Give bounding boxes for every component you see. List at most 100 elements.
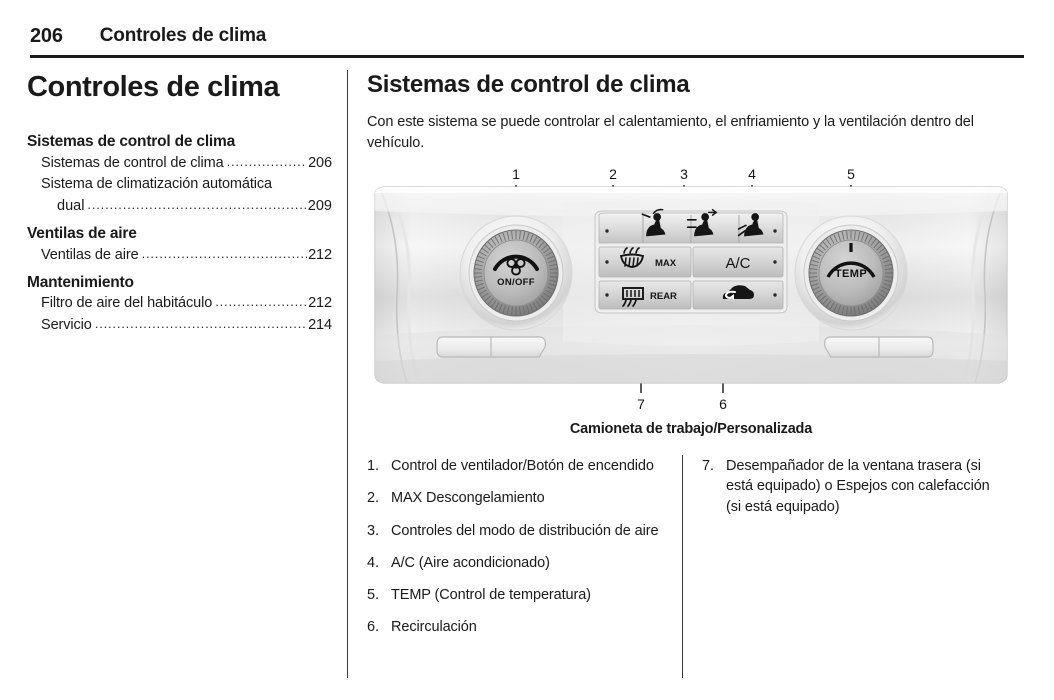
toc-entry-label: Filtro de aire del habitáculo bbox=[41, 295, 213, 312]
legend-item-text: Control de ventilador/Botón de encendido bbox=[391, 458, 654, 474]
toc-entry-page: 206 bbox=[308, 154, 332, 171]
toc-entry[interactable]: Filtro de aire del habitáculo...........… bbox=[27, 293, 332, 314]
legend-item: 4. A/C (Aire acondicionado) bbox=[367, 553, 667, 573]
legend-item-text: MAX Descongelamiento bbox=[391, 490, 545, 507]
page-number: 206 bbox=[30, 25, 63, 47]
chapter-title: Controles de clima bbox=[27, 71, 280, 103]
header-rule bbox=[30, 55, 1024, 58]
legend-list-divider bbox=[682, 455, 683, 678]
windshield-defrost-icon bbox=[619, 247, 645, 268]
figure-callout-number: 3 bbox=[680, 166, 688, 182]
legend-item-number: 3. bbox=[367, 522, 379, 539]
toc-entry-label: Ventilas de aire bbox=[41, 246, 139, 263]
legend-item: 3. Controles del modo de distribución de … bbox=[367, 521, 667, 541]
table-of-contents: Controles de clima Sistemas de control d… bbox=[27, 72, 332, 338]
mode-button-floor[interactable] bbox=[737, 213, 764, 237]
legend-item: 7. Desempañador de la ventana trasera (si… bbox=[702, 456, 1007, 517]
indicator-dot bbox=[605, 229, 609, 233]
toc-leader-dots: ........................................… bbox=[94, 315, 307, 331]
legend-item: 2. MAX Descongelamiento bbox=[367, 488, 667, 508]
toc-leader-dots: ........................................… bbox=[215, 294, 308, 310]
figure-callout-number: 5 bbox=[847, 166, 855, 182]
indicator-dot bbox=[773, 260, 777, 264]
fan-icon bbox=[506, 258, 526, 276]
toc-leader-dots: ........................................… bbox=[226, 153, 308, 169]
indicator-dot bbox=[773, 229, 777, 233]
legend-list-right: 7. Desempañador de la ventana trasera (si… bbox=[702, 456, 1007, 527]
legend-item: 1. Control de ventilador/Botón de encendi… bbox=[367, 456, 667, 476]
indicator-dot bbox=[605, 260, 609, 264]
figure-callout-number: 6 bbox=[719, 396, 727, 412]
legend-item-number: 4. bbox=[367, 554, 379, 571]
max-defrost-button[interactable] bbox=[598, 246, 692, 278]
column-divider bbox=[347, 70, 348, 678]
toc-leader-dots: ........................................… bbox=[141, 245, 308, 261]
temperature-control-knob[interactable]: TEMP bbox=[794, 215, 908, 331]
knob-temp-label: TEMP bbox=[835, 268, 867, 280]
airflow-mode-buttons-row bbox=[598, 208, 784, 244]
toc-group-title: Ventilas de aire bbox=[27, 225, 137, 243]
legend-item-text: Desempañador de la ventana trasera (si e… bbox=[726, 458, 990, 515]
page-title: Sistemas de control de clima bbox=[367, 71, 690, 98]
rear-recirc-buttons-row: REAR bbox=[598, 280, 784, 310]
rear-defog-icon bbox=[622, 287, 644, 307]
toc-entry[interactable]: Sistemas de control de clima............… bbox=[27, 153, 332, 174]
rear-label: REAR bbox=[650, 291, 677, 302]
mode-button-vent[interactable] bbox=[641, 208, 666, 237]
max-label: MAX bbox=[655, 258, 677, 269]
legend-item-number: 1. bbox=[367, 458, 379, 474]
legend-item-number: 6. bbox=[367, 619, 379, 636]
toc-entry[interactable]: Servicio................................… bbox=[27, 315, 332, 336]
knob-onoff-label: ON/OFF bbox=[497, 277, 535, 288]
defrost-ac-buttons-row: MAX A/C bbox=[598, 246, 784, 278]
toc-group-title: Sistemas de control de clima bbox=[27, 133, 236, 151]
figure-caption: Camioneta de trabajo/Personalizada bbox=[569, 421, 813, 437]
toc-entry-continuation[interactable]: dual....................................… bbox=[27, 196, 332, 217]
legend-item-text: A/C (Aire acondicionado) bbox=[391, 554, 550, 571]
toc-entry-page: 214 bbox=[308, 316, 332, 333]
climate-control-panel-figure: 1 2 3 4 5 7 6 bbox=[367, 165, 1015, 413]
toc-group-title: Mantenimiento bbox=[27, 274, 134, 291]
figure-callout-number: 2 bbox=[609, 166, 617, 182]
legend-item-number: 5. bbox=[367, 587, 379, 604]
main-content: Sistemas de control de clima Con este si… bbox=[367, 71, 1022, 154]
rear-defog-button[interactable] bbox=[598, 280, 692, 310]
figure-callout-number: 7 bbox=[637, 396, 645, 412]
button-cluster: MAX A/C REAR bbox=[594, 208, 788, 314]
toc-entry-label: Sistema de climatización automática bbox=[41, 176, 273, 193]
page-header: 206 Controles de clima bbox=[30, 26, 1024, 52]
toc-entry[interactable]: Sistema de climatización automática bbox=[27, 174, 332, 195]
indicator-dot bbox=[773, 293, 777, 297]
toc-entry-page: 209 bbox=[307, 197, 332, 214]
mode-button-bilevel[interactable] bbox=[686, 208, 718, 237]
ac-label: A/C bbox=[725, 255, 750, 272]
figure-callout-number: 4 bbox=[748, 166, 756, 182]
legend-item-number: 7. bbox=[702, 458, 714, 474]
toc-entry[interactable]: Ventilas de aire........................… bbox=[27, 245, 332, 266]
legend-item-text: Recirculación bbox=[391, 619, 477, 636]
intro-paragraph: Con este sistema se puede controlar el c… bbox=[367, 114, 974, 151]
toc-entry-label: Sistemas de control de clima bbox=[41, 154, 224, 171]
toc-leader-dots: ........................................… bbox=[87, 196, 307, 212]
ac-button[interactable] bbox=[692, 246, 784, 278]
header-chapter-title: Controles de clima bbox=[99, 25, 267, 46]
toc-entry-label-cont: dual bbox=[57, 197, 85, 214]
indicator-dot bbox=[605, 293, 609, 297]
recirculation-icon bbox=[722, 285, 754, 300]
toc-entry-page: 212 bbox=[308, 295, 332, 312]
legend-list-left: 1. Control de ventilador/Botón de encendi… bbox=[367, 456, 667, 650]
toc-entry-label: Servicio bbox=[41, 316, 92, 333]
toc-entry-page: 212 bbox=[308, 246, 332, 263]
legend-item-text: TEMP (Control de temperatura) bbox=[391, 587, 591, 604]
legend-item-number: 2. bbox=[367, 490, 379, 507]
legend-item-text: Controles del modo de distribución de ai… bbox=[391, 522, 659, 539]
climate-panel-illustration: 1 2 3 4 5 7 6 bbox=[374, 166, 1008, 412]
fan-control-knob[interactable]: ON/OFF bbox=[459, 215, 573, 331]
legend-item: 5. TEMP (Control de temperatura) bbox=[367, 585, 667, 605]
legend-item: 6. Recirculación bbox=[367, 617, 667, 637]
figure-callout-number: 1 bbox=[512, 166, 520, 182]
